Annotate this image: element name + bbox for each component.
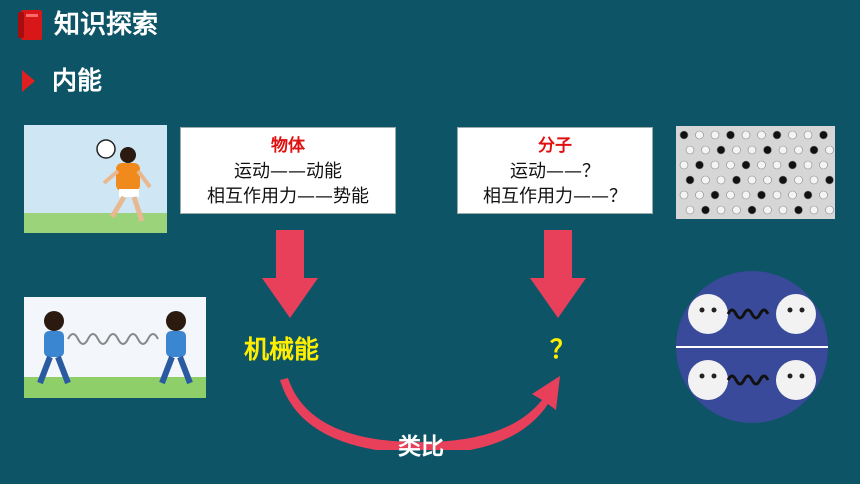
molecule-dot (772, 190, 782, 200)
down-arrow-left-icon (262, 230, 318, 318)
molecule-dot (732, 205, 741, 215)
molecule-dot (701, 175, 710, 185)
object-card-line-interaction: 相互作用力——势能 (207, 186, 369, 207)
molecule-dot (679, 160, 689, 170)
question-label: ？ (550, 335, 576, 364)
molecule-dot (819, 160, 828, 170)
molecule-dot (716, 175, 726, 185)
molecule-dot (726, 130, 735, 140)
molecule-dot (763, 175, 772, 185)
molecule-card: 分子 运动——？ 相互作用力——？ (457, 127, 653, 214)
down-arrow-right-icon (530, 230, 586, 318)
molecule-dot (825, 145, 834, 155)
object-card-line-motion: 运动——动能 (234, 161, 342, 182)
molecule-dot (788, 130, 797, 140)
molecule-dot (695, 130, 704, 140)
molecule-dot (809, 145, 819, 155)
molecule-dot (685, 175, 695, 185)
molecule-dot (794, 145, 803, 155)
section-title: 知识探索 (54, 10, 159, 40)
molecule-dot (716, 205, 726, 215)
molecule-dot (763, 205, 772, 215)
children-spring-pull-image (24, 297, 206, 398)
molecule-dot (794, 175, 803, 185)
molecule-dot (716, 145, 726, 155)
book-icon (18, 10, 42, 40)
object-card: 物体 运动——动能 相互作用力——势能 (180, 127, 396, 214)
molecule-dot (803, 130, 813, 140)
molecule-dot (741, 160, 751, 170)
molecule-dot (825, 175, 834, 185)
molecule-dot (695, 190, 704, 200)
molecule-dot (757, 130, 766, 140)
molecule-card-line-interaction: 相互作用力——？ (483, 186, 627, 207)
molecule-dot (685, 205, 695, 215)
molecule-dot (778, 175, 788, 185)
molecule-dot (757, 160, 766, 170)
object-card-heading: 物体 (271, 136, 305, 156)
molecule-dot (732, 175, 741, 185)
molecule-dot (701, 205, 710, 215)
molecule-dot (788, 190, 797, 200)
molecule-dot (788, 160, 797, 170)
molecule-dot (809, 205, 819, 215)
molecule-dot (710, 190, 720, 200)
molecule-dot (803, 190, 813, 200)
molecule-dot (726, 160, 735, 170)
molecule-dot (710, 130, 720, 140)
molecule-spring-image (668, 270, 836, 424)
molecule-card-heading: 分子 (538, 136, 572, 156)
molecule-dot (778, 145, 788, 155)
soccer-player-image (24, 125, 167, 233)
molecule-dot (794, 205, 803, 215)
molecule-card-line-motion: 运动——？ (510, 161, 600, 182)
molecule-dot (679, 130, 689, 140)
molecule-dot (763, 145, 772, 155)
molecule-dot (679, 190, 689, 200)
molecule-dot (757, 190, 766, 200)
analogy-label: 类比 (398, 434, 444, 460)
subtitle: 内能 (52, 66, 103, 95)
molecule-dot (701, 145, 710, 155)
triangle-marker-icon (22, 70, 35, 92)
molecule-dot (747, 205, 757, 215)
molecule-dot (809, 175, 819, 185)
molecule-dot (772, 160, 782, 170)
molecule-dot (819, 130, 828, 140)
molecule-dot (778, 205, 788, 215)
molecule-dot (819, 190, 828, 200)
molecule-dot (726, 190, 735, 200)
molecule-dot (803, 160, 813, 170)
molecule-dot (825, 205, 834, 215)
molecule-dot (732, 145, 741, 155)
molecule-dot (747, 145, 757, 155)
molecule-dot (695, 160, 704, 170)
molecule-dot (741, 190, 751, 200)
molecule-dot (772, 130, 782, 140)
molecule-dot (741, 130, 751, 140)
molecule-dot (685, 145, 695, 155)
molecules-image (676, 126, 835, 219)
molecule-dot (747, 175, 757, 185)
molecule-dot (710, 160, 720, 170)
mechanical-energy-label: 机械能 (244, 335, 320, 364)
